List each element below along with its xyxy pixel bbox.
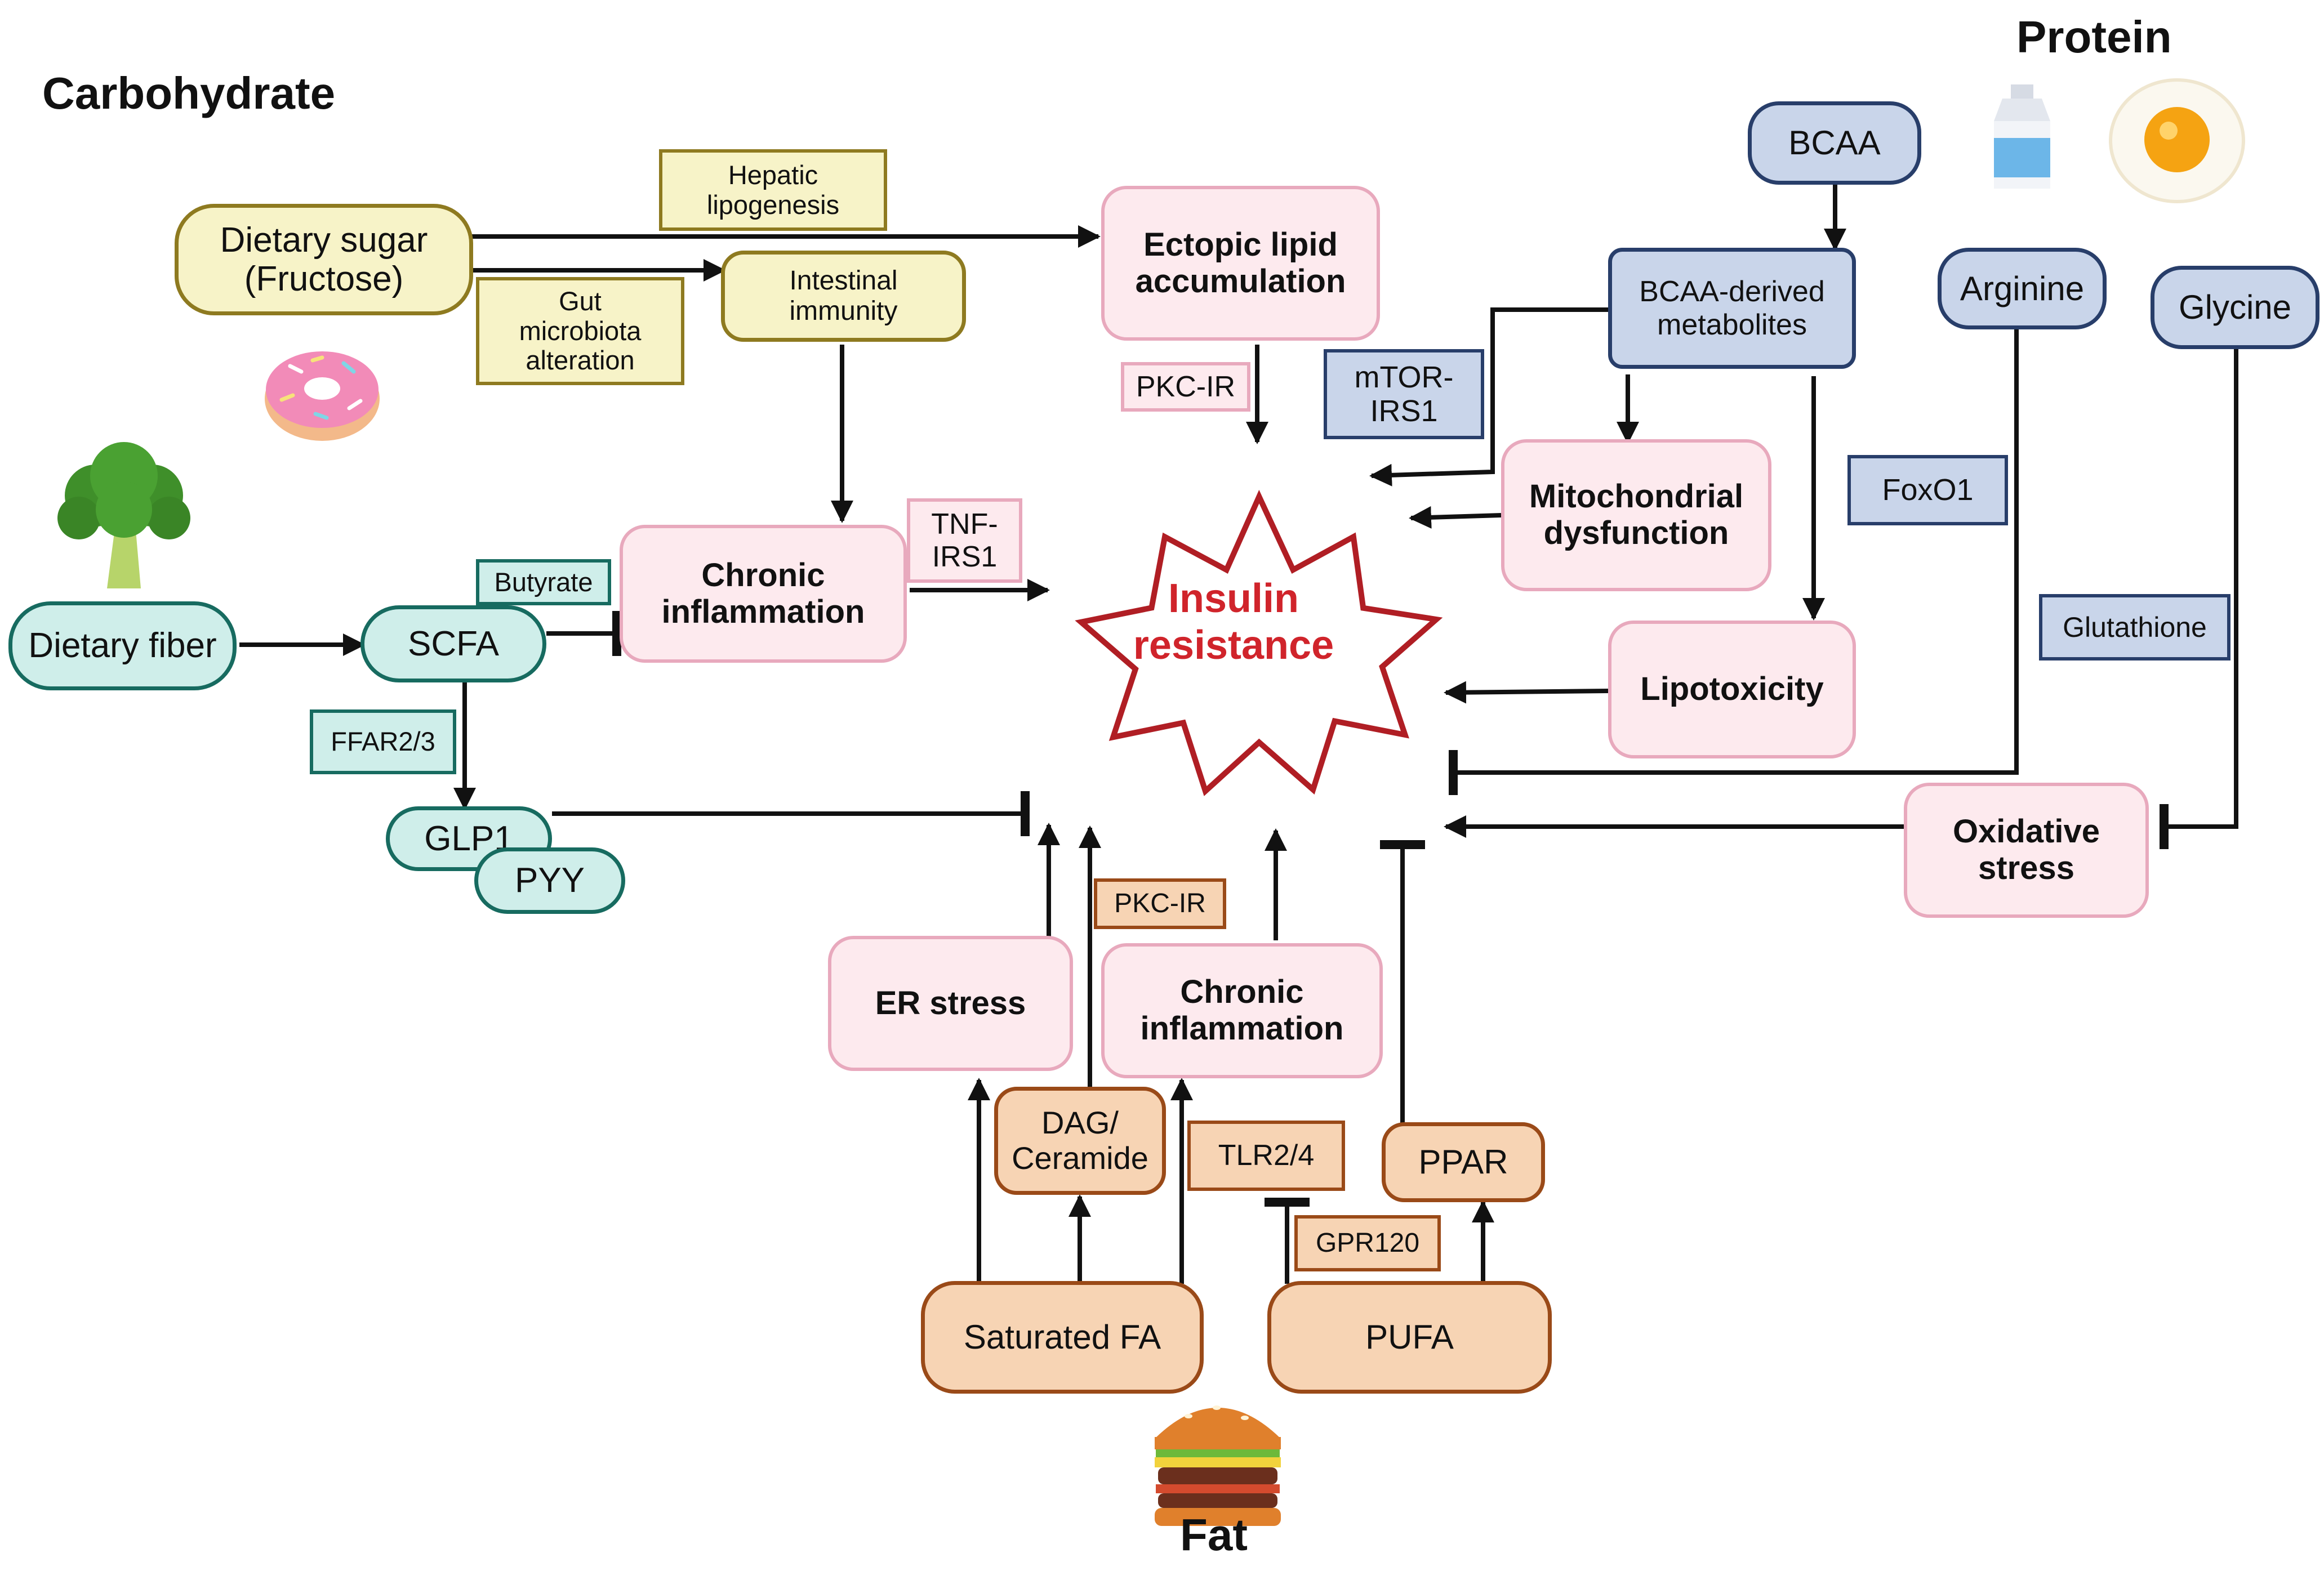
dag-ceramide-node: DAG/ Ceramide xyxy=(994,1087,1166,1195)
gut-microbiota-label: Gut microbiota alteration xyxy=(519,286,642,376)
tnf-irs1-box: TNF- IRS1 xyxy=(907,498,1022,583)
butyrate-label: Butyrate xyxy=(494,566,593,597)
saturated-fa-label: Saturated FA xyxy=(963,1318,1161,1356)
pkc-ir-bottom-label: PKC-IR xyxy=(1114,889,1206,919)
ppar-node: PPAR xyxy=(1382,1122,1545,1202)
glycine-node: Glycine xyxy=(2151,266,2319,349)
ppar-label: PPAR xyxy=(1418,1143,1508,1181)
heading-carbohydrate: Carbohydrate xyxy=(42,68,336,118)
bcaa-label: BCAA xyxy=(1788,124,1881,162)
dag-ceramide-label: DAG/ Ceramide xyxy=(1012,1105,1148,1176)
gut-microbiota-box: Gut microbiota alteration xyxy=(476,277,684,385)
glycine-label: Glycine xyxy=(2178,288,2292,327)
bcaa-metabolites-label: BCAA-derived metabolites xyxy=(1639,275,1825,341)
foxo1-box: FoxO1 xyxy=(1847,455,2008,525)
insulin-resistance-line1: Insulin xyxy=(1168,576,1299,622)
glutathione-box: Glutathione xyxy=(2039,594,2230,660)
dietary-fiber-node: Dietary fiber xyxy=(8,601,237,690)
intestinal-immunity-node: Intestinal immunity xyxy=(721,251,966,342)
ectopic-lipid-label: Ectopic lipid accumulation xyxy=(1135,226,1346,300)
gpr120-label: GPR120 xyxy=(1315,1228,1420,1258)
pufa-label: PUFA xyxy=(1365,1318,1454,1356)
heading-fat: Fat xyxy=(1180,1510,1248,1560)
gpr120-box: GPR120 xyxy=(1294,1215,1441,1271)
foxo1-label: FoxO1 xyxy=(1882,473,1974,507)
donut-icon xyxy=(265,351,380,441)
chronic-inflammation-bottom-label: Chronic inflammation xyxy=(1140,974,1344,1047)
pkc-ir-bottom-box: PKC-IR xyxy=(1094,878,1226,929)
oxidative-stress-node: Oxidative stress xyxy=(1904,783,2149,918)
tlr-box: TLR2/4 xyxy=(1187,1121,1345,1191)
scfa-label: SCFA xyxy=(408,624,499,663)
tlr-label: TLR2/4 xyxy=(1218,1139,1315,1172)
insulin-resistance-line2: resistance xyxy=(1133,623,1334,668)
bcaa-metabolites-node: BCAA-derived metabolites xyxy=(1608,248,1856,369)
chronic-inflammation-top-node: Chronic inflammation xyxy=(620,525,907,663)
glutathione-label: Glutathione xyxy=(2063,612,2207,643)
chronic-inflammation-top-label: Chronic inflammation xyxy=(661,556,865,630)
hepatic-lipogenesis-box: Hepatic lipogenesis xyxy=(659,149,887,231)
dietary-sugar-node: Dietary sugar (Fructose) xyxy=(175,204,473,315)
mtor-irs1-label: mTOR- IRS1 xyxy=(1354,360,1454,428)
pyy-node: PYY xyxy=(474,847,625,914)
hepatic-lipogenesis-label: Hepatic lipogenesis xyxy=(706,159,840,220)
dietary-sugar-label: Dietary sugar (Fructose) xyxy=(220,220,428,298)
intestinal-immunity-label: Intestinal immunity xyxy=(789,266,898,326)
dietary-fiber-label: Dietary fiber xyxy=(28,626,217,666)
bcaa-node: BCAA xyxy=(1748,101,1921,185)
oxidative-stress-label: Oxidative stress xyxy=(1952,813,2100,886)
milk-carton-icon xyxy=(1994,84,2050,189)
pyy-label: PYY xyxy=(514,861,585,900)
mitochondrial-dysfunction-node: Mitochondrial dysfunction xyxy=(1501,439,1771,591)
saturated-fa-node: Saturated FA xyxy=(921,1281,1204,1394)
ectopic-lipid-node: Ectopic lipid accumulation xyxy=(1101,186,1380,341)
er-stress-label: ER stress xyxy=(875,984,1026,1021)
ffar-label: FFAR2/3 xyxy=(331,726,435,757)
chronic-inflammation-bottom-node: Chronic inflammation xyxy=(1101,943,1383,1078)
lipotoxicity-label: Lipotoxicity xyxy=(1640,671,1824,708)
mtor-irs1-box: mTOR- IRS1 xyxy=(1324,349,1484,439)
burger-icon xyxy=(1155,1405,1281,1526)
arginine-label: Arginine xyxy=(1960,269,2085,307)
tnf-irs1-label: TNF- IRS1 xyxy=(931,507,998,573)
mitochondrial-dysfunction-label: Mitochondrial dysfunction xyxy=(1529,478,1744,551)
fried-egg-icon xyxy=(2109,78,2245,203)
butyrate-box: Butyrate xyxy=(476,559,611,605)
scfa-node: SCFA xyxy=(360,605,546,682)
er-stress-node: ER stress xyxy=(828,936,1073,1071)
lipotoxicity-node: Lipotoxicity xyxy=(1608,621,1856,758)
ffar-box: FFAR2/3 xyxy=(310,709,456,774)
arginine-node: Arginine xyxy=(1938,248,2107,329)
pufa-node: PUFA xyxy=(1267,1281,1552,1394)
pkc-ir-top-label: PKC-IR xyxy=(1136,370,1236,403)
insulin-resistance-star xyxy=(1075,489,1443,796)
insulin-resistance-label: Insulin resistance xyxy=(1093,566,1374,679)
heading-protein: Protein xyxy=(2016,12,2172,62)
pkc-ir-top-box: PKC-IR xyxy=(1121,362,1250,412)
broccoli-icon xyxy=(57,442,190,588)
